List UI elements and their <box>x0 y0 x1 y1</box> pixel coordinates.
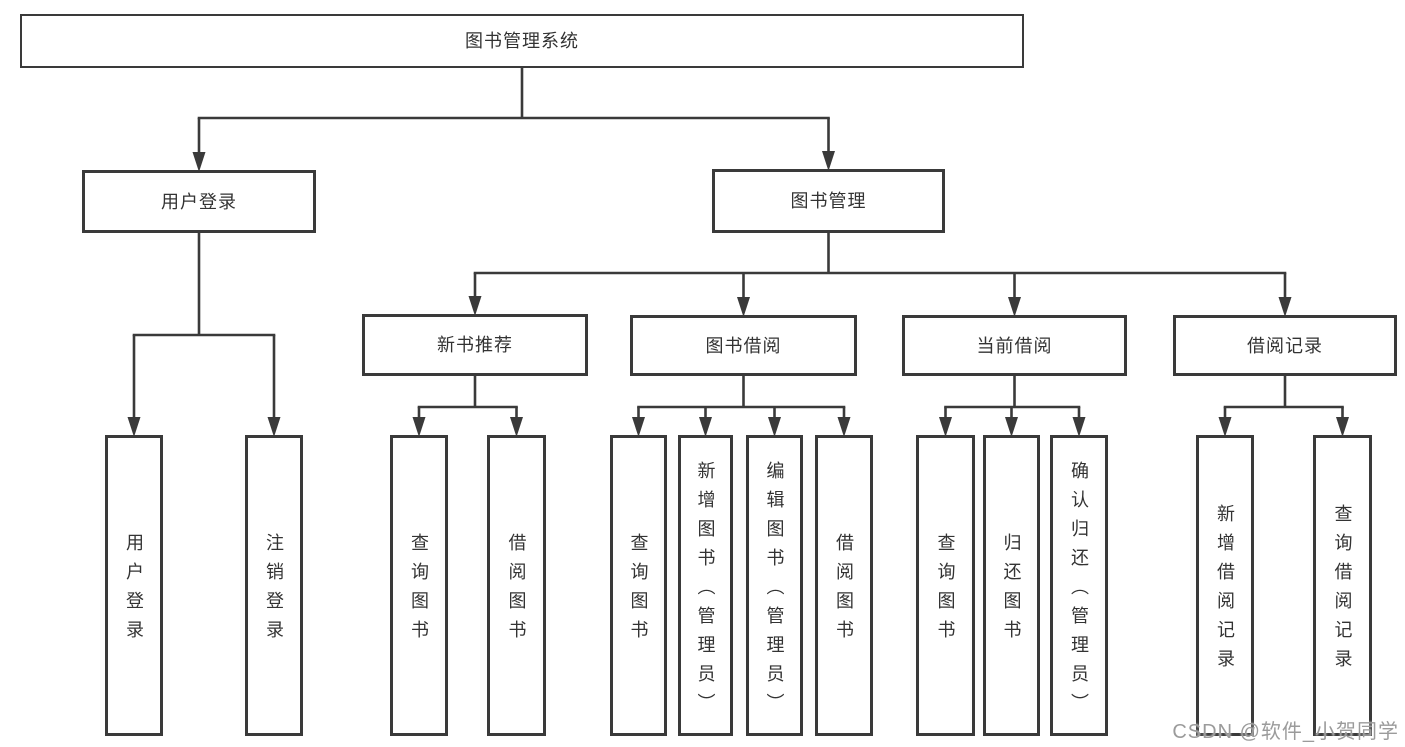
arrowhead-icon <box>822 151 835 171</box>
node-book-borrow: 图书借阅 <box>630 315 857 376</box>
arrowhead-icon <box>632 417 645 437</box>
node-bor-borrow: 借阅图书 <box>815 435 873 736</box>
node-label: 新增图书（管理员） <box>695 460 716 722</box>
arrowhead-icon <box>267 417 281 437</box>
node-label: 借阅记录 <box>1247 335 1323 356</box>
node-rec-borrow: 借阅图书 <box>487 435 546 736</box>
arrowhead-icon <box>1005 417 1018 437</box>
node-logout-leaf: 注销登录 <box>245 435 303 736</box>
node-label: 用户登录 <box>161 191 237 212</box>
node-login-leaf: 用户登录 <box>105 435 163 736</box>
node-book-mgmt: 图书管理 <box>712 169 945 233</box>
arrowhead-icon <box>1008 297 1021 317</box>
node-root: 图书管理系统 <box>20 14 1024 68</box>
node-cur-confirm: 确认归还（管理员） <box>1050 435 1108 736</box>
node-label: 查询图书 <box>935 533 956 649</box>
node-label: 查询图书 <box>628 533 649 649</box>
arrowhead-icon <box>737 297 750 317</box>
node-label: 查询借阅记录 <box>1332 504 1353 678</box>
node-label: 借阅图书 <box>506 533 527 649</box>
node-label: 确认归还（管理员） <box>1069 460 1089 722</box>
node-new-book-rec: 新书推荐 <box>362 314 588 376</box>
arrowhead-icon <box>468 296 482 316</box>
node-label: 图书管理系统 <box>465 31 579 51</box>
node-label: 新增借阅记录 <box>1215 504 1235 678</box>
node-label: 图书借阅 <box>705 335 782 356</box>
arrowhead-icon <box>127 417 141 437</box>
arrowhead-icon <box>837 417 851 437</box>
arrowhead-icon <box>1072 417 1086 437</box>
node-bor-query: 查询图书 <box>610 435 667 736</box>
node-label: 当前借阅 <box>976 335 1053 356</box>
node-label: 图书管理 <box>790 191 867 211</box>
arrowhead-icon <box>1218 417 1232 437</box>
node-cur-return: 归还图书 <box>983 435 1040 736</box>
arrowhead-icon <box>768 417 781 437</box>
node-label: 查询图书 <box>409 533 429 649</box>
node-borrow-records: 借阅记录 <box>1173 315 1397 376</box>
arrowhead-icon <box>939 417 952 437</box>
node-current-borrow: 当前借阅 <box>902 315 1127 376</box>
node-rec-qry-record: 查询借阅记录 <box>1313 435 1372 736</box>
arrowhead-icon <box>1336 417 1349 437</box>
node-label: 借阅图书 <box>834 533 854 649</box>
arrowhead-icon <box>1278 297 1292 317</box>
node-bor-edit: 编辑图书（管理员） <box>746 435 803 736</box>
node-label: 注销登录 <box>264 533 284 649</box>
arrowhead-icon <box>510 417 523 437</box>
arrowhead-icon <box>699 417 712 437</box>
node-rec-query: 查询图书 <box>390 435 448 736</box>
node-bor-add: 新增图书（管理员） <box>678 435 733 736</box>
arrowhead-icon <box>412 417 426 437</box>
arrowhead-icon <box>192 152 206 172</box>
node-label: 新书推荐 <box>437 335 513 355</box>
node-rec-add-record: 新增借阅记录 <box>1196 435 1254 736</box>
node-label: 归还图书 <box>1001 533 1022 649</box>
node-label: 用户登录 <box>124 533 144 649</box>
node-cur-query: 查询图书 <box>916 435 975 736</box>
node-user-login: 用户登录 <box>82 170 316 233</box>
watermark: CSDN @软件_小贺同学 <box>1172 721 1399 743</box>
node-label: 编辑图书（管理员） <box>764 460 785 722</box>
